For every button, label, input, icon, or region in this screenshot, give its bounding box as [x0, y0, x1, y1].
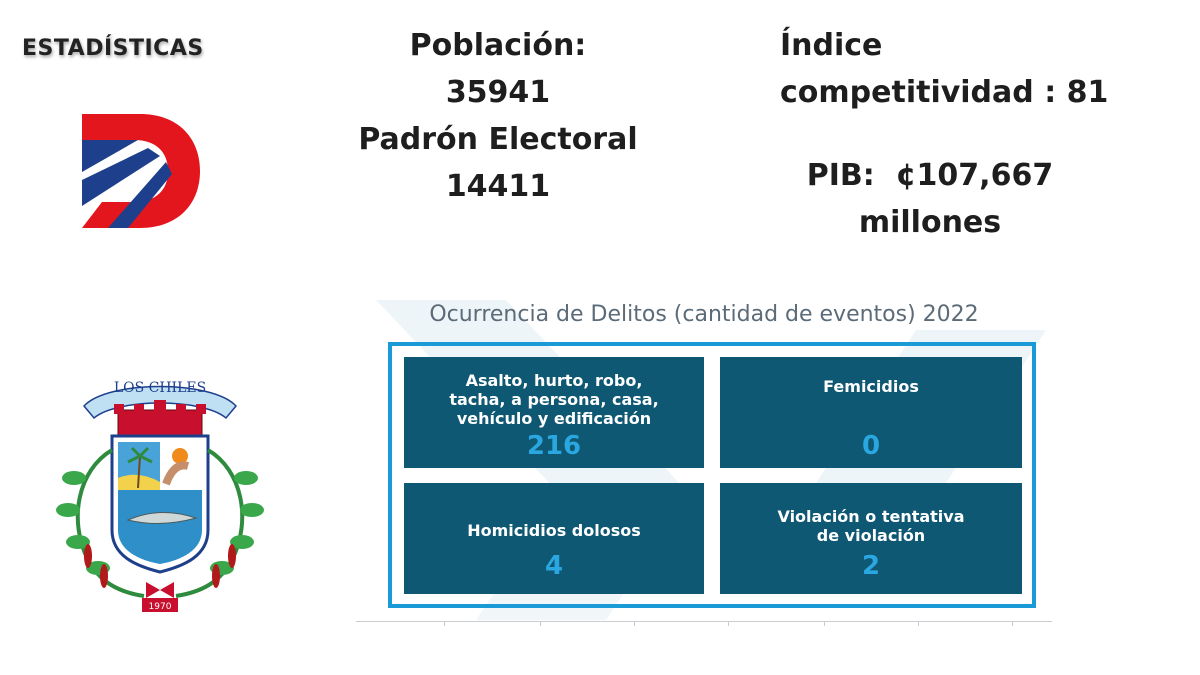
axis-tick	[728, 621, 729, 626]
delito-label: Homicidios dolosos	[467, 521, 641, 540]
pib-block: PIB: ¢107,667 millones	[780, 152, 1080, 246]
delito-card-asalto: Asalto, hurto, robo, tacha, a persona, c…	[404, 357, 704, 468]
delitos-panel: Ocurrencia de Delitos (cantidad de event…	[356, 290, 1052, 626]
indice-block: Índice competitividad : 81	[780, 22, 1108, 116]
delitos-frame	[388, 342, 1036, 608]
axis-tick	[918, 621, 919, 626]
axis-tick	[634, 621, 635, 626]
indice-line2: competitividad : 81	[780, 75, 1109, 110]
axis-tick	[540, 621, 541, 626]
delito-value: 2	[861, 551, 881, 581]
delito-value: 0	[861, 431, 881, 461]
axis-tick	[824, 621, 825, 626]
pib-line1: PIB: ¢107,667	[806, 158, 1054, 193]
axis-tick	[444, 621, 445, 626]
delito-card-femicidios: Femicidios 0	[720, 357, 1022, 468]
axis-line	[356, 621, 1052, 622]
padron-label: Padrón Electoral	[358, 122, 638, 157]
delito-label: Femicidios	[823, 377, 919, 396]
poblacion-block: Población: 35941 Padrón Electoral 14411	[340, 22, 656, 210]
delito-value: 216	[526, 431, 582, 461]
delito-card-violacion: Violación o tentativa de violación 2	[720, 483, 1022, 594]
coat-year: 1970	[149, 602, 172, 612]
padron-value: 14411	[445, 169, 551, 204]
coat-of-arms-icon: LOS CHILES 1970	[56, 380, 264, 612]
delitos-title: Ocurrencia de Delitos (cantidad de event…	[429, 302, 979, 327]
delito-card-homicidios: Homicidios dolosos 4	[404, 483, 704, 594]
delito-value: 4	[544, 551, 564, 581]
page-heading: ESTADÍSTICAS	[22, 36, 204, 61]
axis-tick	[1012, 621, 1013, 626]
coat-banner-text: LOS CHILES	[114, 380, 206, 396]
d-logo-icon	[82, 114, 200, 228]
pib-line2: millones	[858, 205, 1002, 240]
delito-label: Asalto, hurto, robo, tacha, a persona, c…	[449, 371, 659, 428]
delito-label: Violación o tentativa de violación	[777, 507, 965, 545]
poblacion-value: 35941	[445, 75, 551, 110]
indice-line1: Índice	[780, 28, 883, 63]
poblacion-label: Población:	[409, 28, 587, 63]
